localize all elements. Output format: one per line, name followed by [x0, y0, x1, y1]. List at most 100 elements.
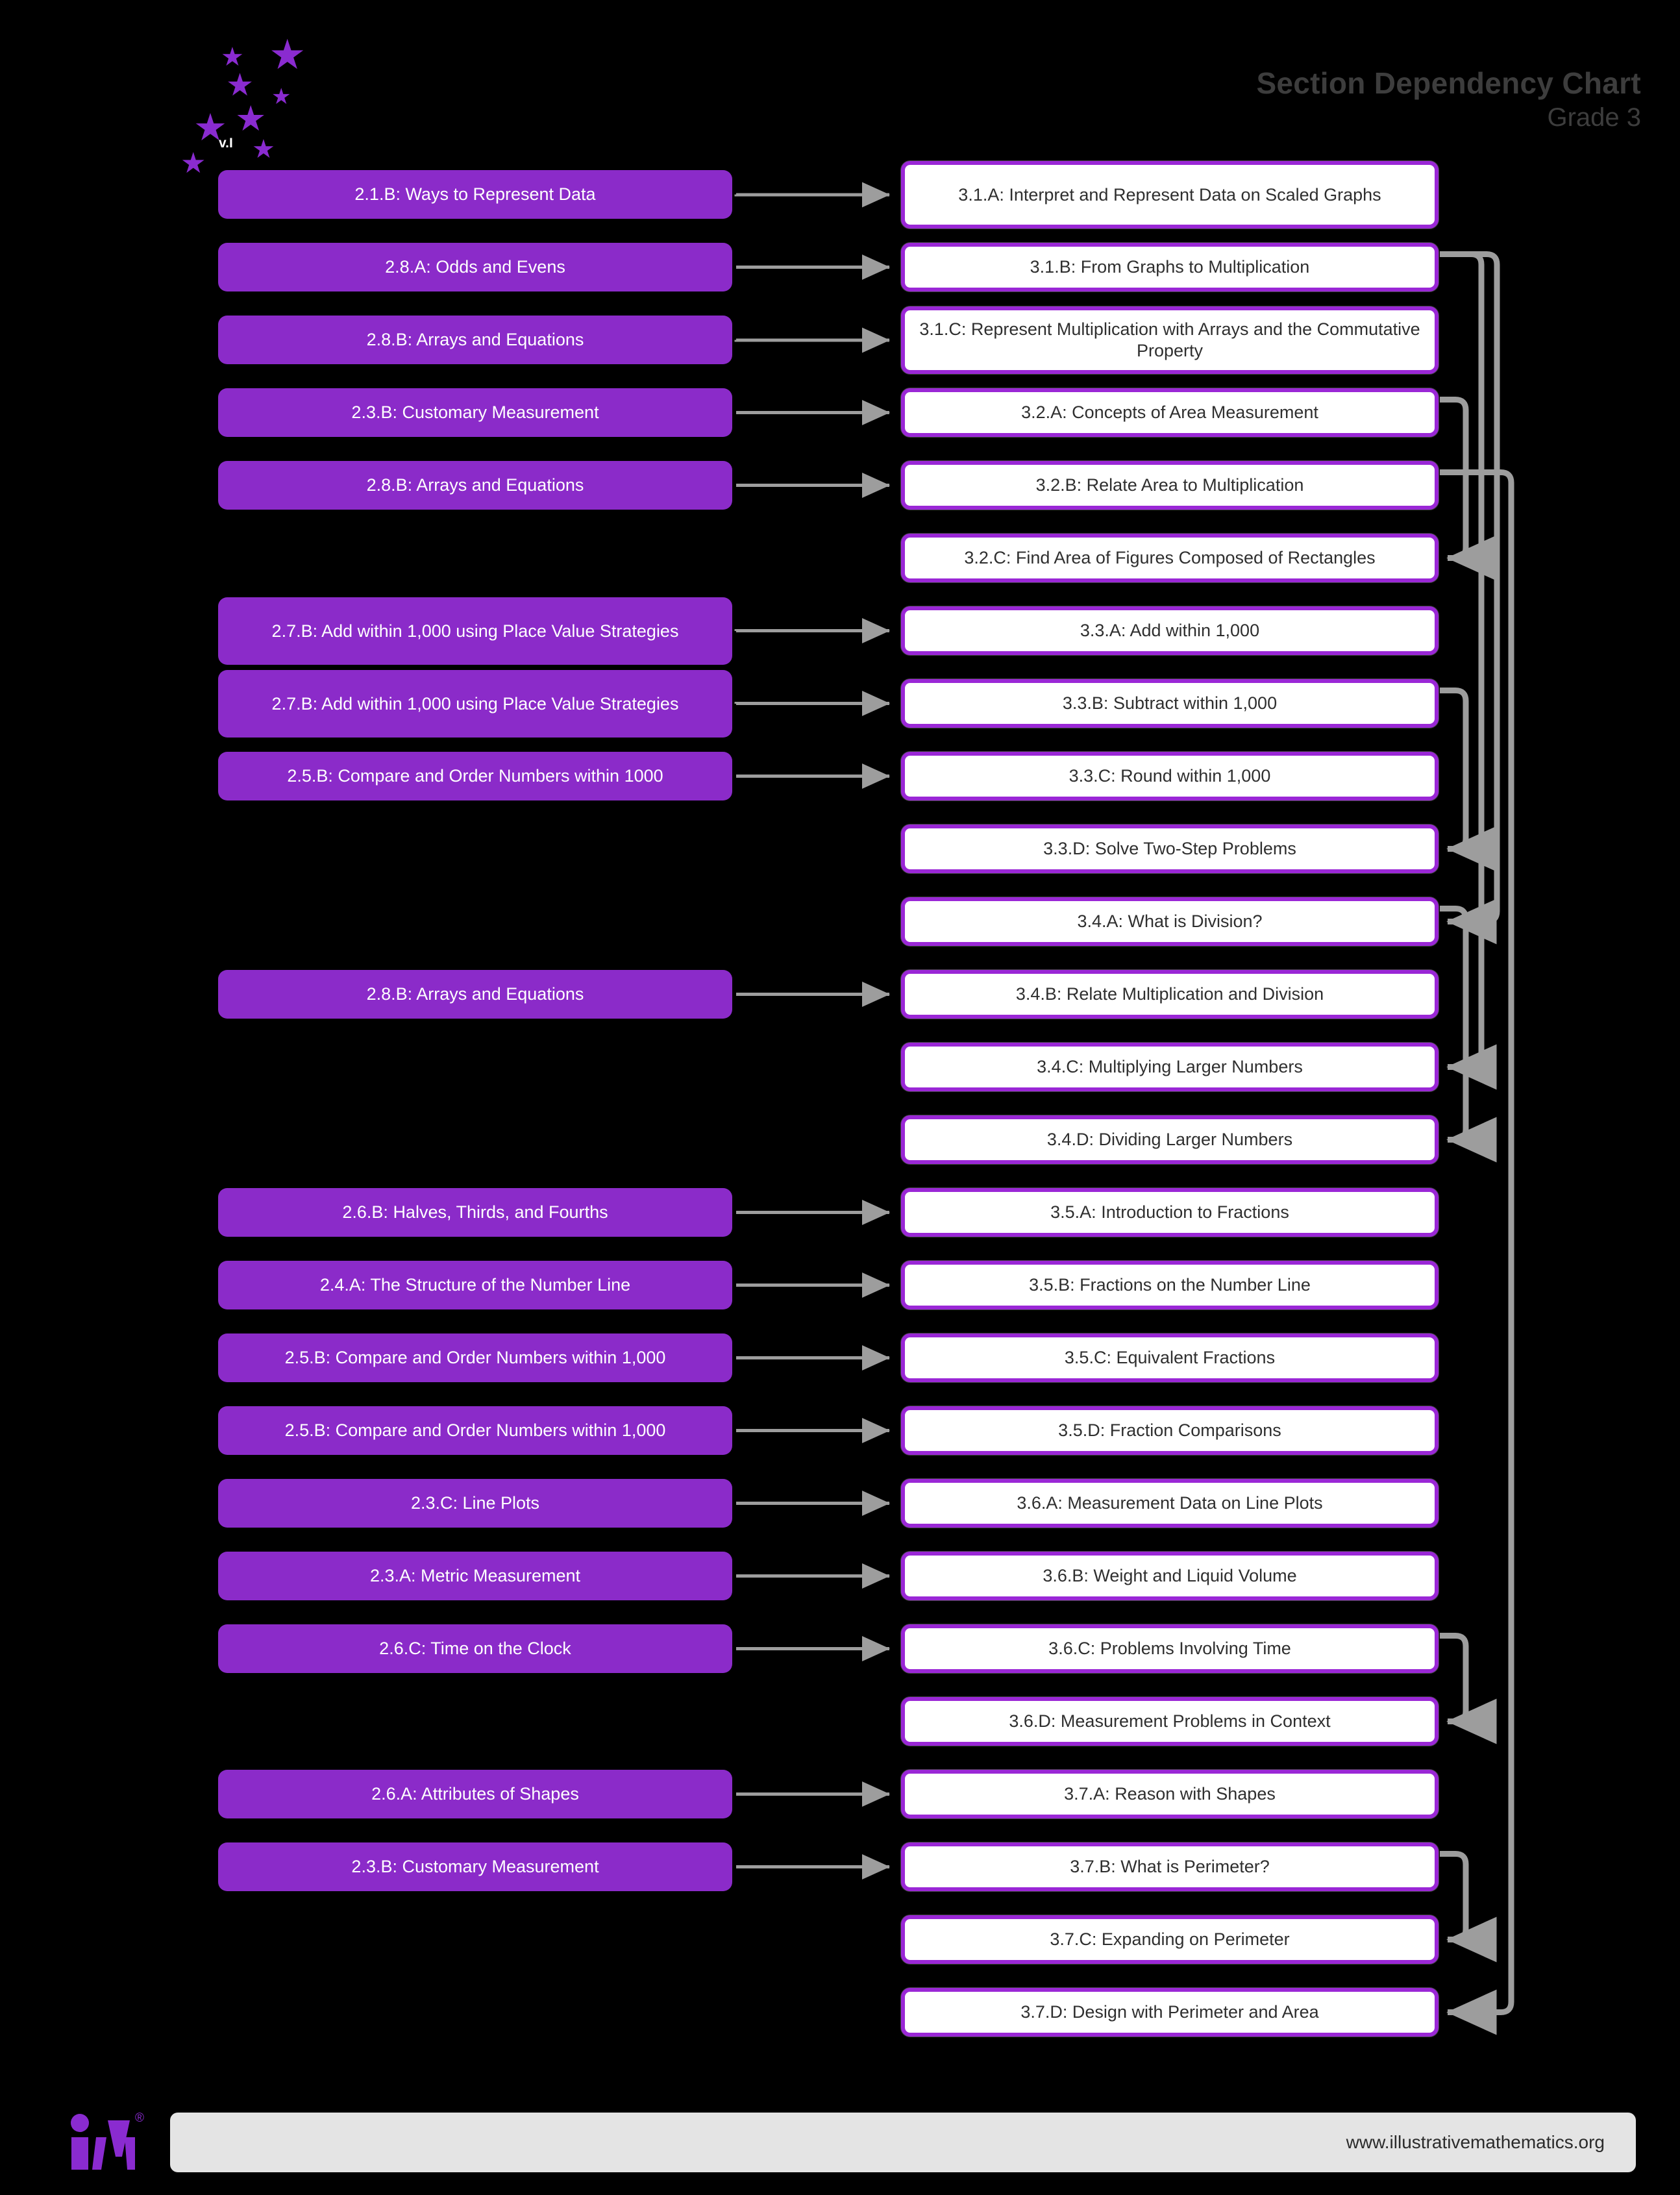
source-node[interactable]: 2.6.A: Attributes of Shapes — [218, 1770, 732, 1818]
source-node-label: 2.6.C: Time on the Clock — [218, 1638, 732, 1659]
target-node[interactable]: 3.2.A: Concepts of Area Measurement — [901, 388, 1439, 437]
target-node[interactable]: 3.1.B: From Graphs to Multiplication — [901, 243, 1439, 291]
source-node-label: 2.8.B: Arrays and Equations — [218, 475, 732, 496]
target-node[interactable]: 3.6.A: Measurement Data on Line Plots — [901, 1479, 1439, 1528]
source-node-label: 2.3.C: Line Plots — [218, 1493, 732, 1514]
target-node-label: 3.5.D: Fraction Comparisons — [905, 1420, 1435, 1441]
target-node[interactable]: 3.4.C: Multiplying Larger Numbers — [901, 1043, 1439, 1091]
target-node-label: 3.7.A: Reason with Shapes — [905, 1783, 1435, 1805]
source-node[interactable]: 2.8.B: Arrays and Equations — [218, 316, 732, 364]
source-node[interactable]: 2.8.B: Arrays and Equations — [218, 970, 732, 1019]
target-node-label: 3.6.B: Weight and Liquid Volume — [905, 1565, 1435, 1587]
internal-dependency-arrow — [1440, 400, 1466, 558]
target-node-label: 3.5.A: Introduction to Fractions — [905, 1202, 1435, 1223]
footer-url: www.illustrativemathematics.org — [1346, 2132, 1605, 2153]
target-node[interactable]: 3.3.A: Add within 1,000 — [901, 606, 1439, 655]
target-node-label: 3.4.A: What is Division? — [905, 911, 1435, 932]
source-node-label: 2.3.B: Customary Measurement — [218, 1856, 732, 1878]
target-node-label: 3.6.D: Measurement Problems in Context — [905, 1711, 1435, 1732]
source-node-label: 2.5.B: Compare and Order Numbers within … — [218, 765, 732, 787]
target-node[interactable]: 3.7.D: Design with Perimeter and Area — [901, 1988, 1439, 2037]
source-node-label: 2.3.A: Metric Measurement — [218, 1565, 732, 1587]
dependency-arrow — [736, 340, 889, 341]
target-node[interactable]: 3.6.D: Measurement Problems in Context — [901, 1697, 1439, 1746]
target-node-label: 3.3.B: Subtract within 1,000 — [905, 693, 1435, 714]
target-node[interactable]: 3.3.C: Round within 1,000 — [901, 752, 1439, 800]
dependency-arrow — [736, 631, 889, 632]
target-node-label: 3.3.A: Add within 1,000 — [905, 620, 1435, 641]
target-node-label: 3.7.D: Design with Perimeter and Area — [905, 2002, 1435, 2023]
target-node-label: 3.7.B: What is Perimeter? — [905, 1856, 1435, 1878]
source-node[interactable]: 2.3.B: Customary Measurement — [218, 388, 732, 437]
source-node[interactable]: 2.6.C: Time on the Clock — [218, 1624, 732, 1673]
im-logo — [68, 2109, 145, 2174]
target-node-label: 3.2.C: Find Area of Figures Composed of … — [905, 547, 1435, 569]
footer-bar: www.illustrativemathematics.org — [170, 2113, 1636, 2172]
internal-dependency-arrow — [1440, 691, 1466, 849]
target-node[interactable]: 3.5.D: Fraction Comparisons — [901, 1406, 1439, 1455]
target-node-label: 3.1.B: From Graphs to Multiplication — [905, 256, 1435, 278]
target-node-label: 3.5.C: Equivalent Fractions — [905, 1347, 1435, 1369]
source-node[interactable]: 2.1.B: Ways to Represent Data — [218, 170, 732, 219]
target-node[interactable]: 3.5.B: Fractions on the Number Line — [901, 1261, 1439, 1309]
target-node[interactable]: 3.4.D: Dividing Larger Numbers — [901, 1115, 1439, 1164]
source-node-label: 2.7.B: Add within 1,000 using Place Valu… — [218, 621, 732, 642]
target-node[interactable]: 3.7.B: What is Perimeter? — [901, 1842, 1439, 1891]
target-node-label: 3.3.D: Solve Two-Step Problems — [905, 838, 1435, 860]
target-node-label: 3.6.C: Problems Involving Time — [905, 1638, 1435, 1659]
target-node[interactable]: 3.7.C: Expanding on Perimeter — [901, 1915, 1439, 1964]
target-node[interactable]: 3.5.A: Introduction to Fractions — [901, 1188, 1439, 1237]
source-node[interactable]: 2.8.A: Odds and Evens — [218, 243, 732, 291]
internal-dependency-arrow — [1440, 473, 1511, 2013]
target-node-label: 3.1.C: Represent Multiplication with Arr… — [905, 319, 1435, 362]
target-node-label: 3.1.A: Interpret and Represent Data on S… — [905, 184, 1435, 206]
target-node[interactable]: 3.1.C: Represent Multiplication with Arr… — [901, 306, 1439, 374]
source-node[interactable]: 2.3.A: Metric Measurement — [218, 1552, 732, 1600]
internal-dependency-arrow — [1440, 909, 1466, 1140]
target-node[interactable]: 3.6.C: Problems Involving Time — [901, 1624, 1439, 1673]
source-node[interactable]: 2.5.B: Compare and Order Numbers within … — [218, 752, 732, 800]
target-node-label: 3.4.D: Dividing Larger Numbers — [905, 1129, 1435, 1150]
source-node-label: 2.4.A: The Structure of the Number Line — [218, 1274, 732, 1296]
internal-dependency-arrow — [1440, 1854, 1466, 1940]
source-node-label: 2.3.B: Customary Measurement — [218, 402, 732, 423]
internal-dependency-arrow — [1440, 1636, 1466, 1722]
source-node[interactable]: 2.8.B: Arrays and Equations — [218, 461, 732, 510]
registered-mark: ® — [135, 2111, 144, 2126]
target-node[interactable]: 3.3.B: Subtract within 1,000 — [901, 679, 1439, 728]
source-node[interactable]: 2.5.B: Compare and Order Numbers within … — [218, 1333, 732, 1382]
target-node[interactable]: 3.3.D: Solve Two-Step Problems — [901, 825, 1439, 873]
target-node[interactable]: 3.2.C: Find Area of Figures Composed of … — [901, 534, 1439, 582]
source-node-label: 2.8.B: Arrays and Equations — [218, 984, 732, 1005]
source-node-label: 2.7.B: Add within 1,000 using Place Valu… — [218, 693, 732, 715]
version-tag: v.I — [219, 136, 233, 151]
target-node[interactable]: 3.7.A: Reason with Shapes — [901, 1770, 1439, 1818]
target-node[interactable]: 3.4.A: What is Division? — [901, 897, 1439, 946]
source-node[interactable]: 2.3.C: Line Plots — [218, 1479, 732, 1528]
source-node[interactable]: 2.7.B: Add within 1,000 using Place Valu… — [218, 670, 732, 738]
target-node-label: 3.3.C: Round within 1,000 — [905, 765, 1435, 787]
target-node[interactable]: 3.4.B: Relate Multiplication and Divisio… — [901, 970, 1439, 1019]
internal-dependency-arrow — [1440, 254, 1481, 1067]
source-node[interactable]: 2.5.B: Compare and Order Numbers within … — [218, 1406, 732, 1455]
source-node-label: 2.5.B: Compare and Order Numbers within … — [218, 1347, 732, 1369]
source-node-label: 2.8.A: Odds and Evens — [218, 256, 732, 278]
source-node[interactable]: 2.7.B: Add within 1,000 using Place Valu… — [218, 597, 732, 665]
target-node[interactable]: 3.2.B: Relate Area to Multiplication — [901, 461, 1439, 510]
target-node-label: 3.2.B: Relate Area to Multiplication — [905, 475, 1435, 496]
target-node[interactable]: 3.1.A: Interpret and Represent Data on S… — [901, 161, 1439, 229]
target-node[interactable]: 3.6.B: Weight and Liquid Volume — [901, 1552, 1439, 1600]
target-node[interactable]: 3.5.C: Equivalent Fractions — [901, 1333, 1439, 1382]
target-node-label: 3.6.A: Measurement Data on Line Plots — [905, 1493, 1435, 1514]
target-node-label: 3.2.A: Concepts of Area Measurement — [905, 402, 1435, 423]
target-node-label: 3.4.B: Relate Multiplication and Divisio… — [905, 984, 1435, 1005]
target-node-label: 3.5.B: Fractions on the Number Line — [905, 1274, 1435, 1296]
source-node-label: 2.6.B: Halves, Thirds, and Fourths — [218, 1202, 732, 1223]
source-node-label: 2.1.B: Ways to Represent Data — [218, 184, 732, 205]
source-node[interactable]: 2.6.B: Halves, Thirds, and Fourths — [218, 1188, 732, 1237]
source-node[interactable]: 2.4.A: The Structure of the Number Line — [218, 1261, 732, 1309]
source-node-label: 2.8.B: Arrays and Equations — [218, 329, 732, 351]
source-node[interactable]: 2.3.B: Customary Measurement — [218, 1842, 732, 1891]
source-node-label: 2.5.B: Compare and Order Numbers within … — [218, 1420, 732, 1441]
